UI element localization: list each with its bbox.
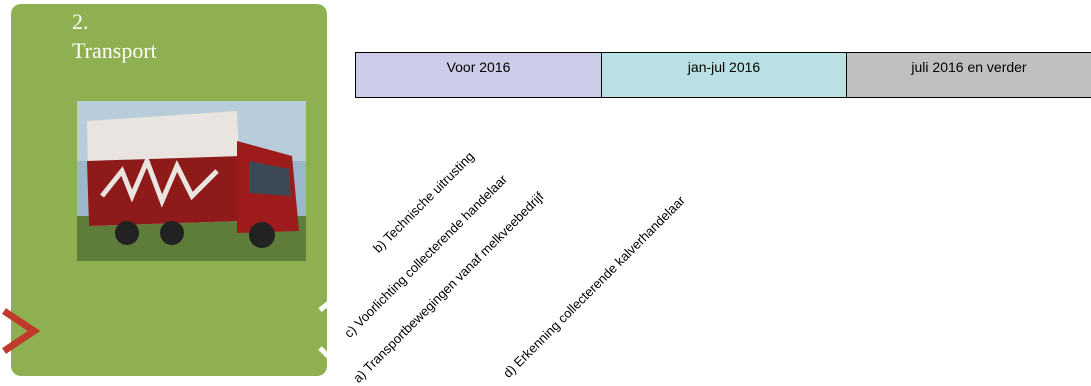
period-juli-2016-en-verder: juli 2016 en verder (847, 53, 1091, 97)
chevron-left-icon[interactable] (318, 300, 332, 360)
item-b-label: b) Technische uitrusting (370, 148, 478, 256)
transport-panel: 2. Transport (11, 4, 327, 376)
panel-number: 2. (72, 9, 89, 34)
panel-title: Transport (72, 38, 157, 63)
timeline-bar: Voor 2016 jan-jul 2016 juli 2016 en verd… (355, 52, 1091, 98)
truck-photo (77, 101, 306, 261)
period-voor-2016: Voor 2016 (356, 53, 602, 97)
item-d-label: d) Erkenning collecterende kalverhandela… (500, 192, 688, 381)
chevron-right-icon[interactable] (0, 307, 40, 357)
period-jan-jul-2016: jan-jul 2016 (602, 53, 847, 97)
